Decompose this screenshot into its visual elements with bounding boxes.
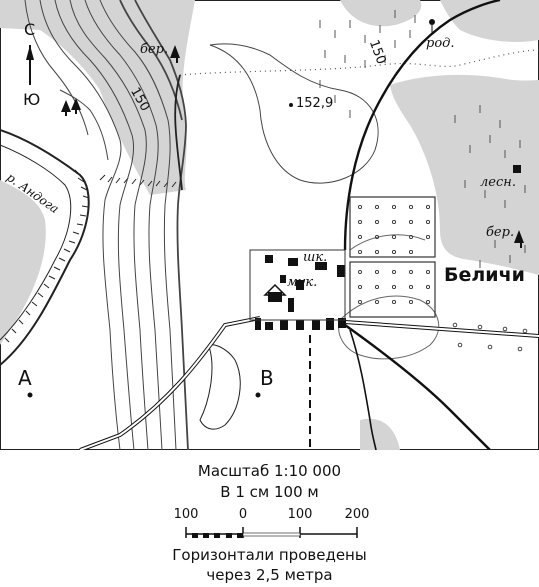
elevation-point	[289, 103, 293, 107]
birch-label-top: бер.	[140, 42, 169, 57]
orchard-block-south	[349, 261, 436, 318]
orchard-dots	[357, 204, 528, 352]
road-south	[349, 329, 377, 450]
mill-label: мук.	[287, 275, 318, 290]
conifer-icon	[61, 98, 81, 116]
birch-icon	[170, 45, 524, 248]
school-label: шк.	[303, 250, 328, 265]
mill-building	[268, 292, 282, 302]
forest-area-left-strip	[0, 180, 46, 345]
spring-label: род.	[426, 36, 455, 51]
topographic-map: С Ю р. Андога бер. бер. род. лесн. шк. м…	[0, 0, 539, 450]
road-east-double-inner	[344, 321, 539, 337]
orchard-block-north	[349, 196, 436, 258]
scale-description: В 1 см 100 м	[220, 483, 319, 501]
river-bank	[0, 129, 90, 366]
point-b-marker	[255, 392, 261, 398]
south-label: Ю	[23, 90, 41, 109]
contour-150-main	[174, 74, 183, 191]
road-south-east	[344, 324, 491, 450]
elevation-label: 152,9	[296, 96, 334, 111]
point-b-label: В	[260, 366, 274, 390]
point-a-label: А	[18, 366, 32, 390]
forest-area-bottom-right	[360, 418, 400, 450]
north-label: С	[24, 20, 36, 39]
scale-bar	[185, 527, 358, 538]
meadow-marks	[319, 10, 526, 268]
river-bank-inner	[0, 144, 72, 341]
forest-area-right	[390, 74, 539, 275]
scale-tick-label-200: 200	[344, 507, 370, 522]
scale-tick-label-0: 0	[238, 507, 248, 522]
forest-area-top-middle	[340, 0, 422, 27]
birch-label-right: бер.	[486, 225, 515, 240]
contour-note-line1: Горизонтали проведены	[172, 546, 367, 564]
cliff-ticks	[4, 169, 177, 343]
map-legend: Масштаб 1:10 000 В 1 см 100 м 100 0 100 …	[0, 450, 539, 587]
scale-tick-label-100-right: 100	[287, 507, 313, 522]
forestry-house	[513, 165, 521, 173]
scale-title: Масштаб 1:10 000	[197, 462, 342, 480]
village-outline	[249, 249, 346, 321]
forestry-label: лесн.	[480, 175, 516, 190]
forest-area-right-edge	[440, 0, 539, 42]
contour-note-line2: через 2,5 метра	[206, 566, 333, 584]
spring-symbol	[429, 19, 435, 25]
scale-tick-label-100-left: 100	[173, 507, 199, 522]
map-drawing	[0, 0, 539, 450]
road-west-double-inner	[79, 317, 261, 450]
village-label: Беличи	[444, 264, 525, 286]
village-buildings	[255, 255, 346, 330]
point-a-marker	[27, 392, 33, 398]
road-curve-north	[343, 0, 501, 251]
north-arrow-icon	[26, 45, 34, 85]
